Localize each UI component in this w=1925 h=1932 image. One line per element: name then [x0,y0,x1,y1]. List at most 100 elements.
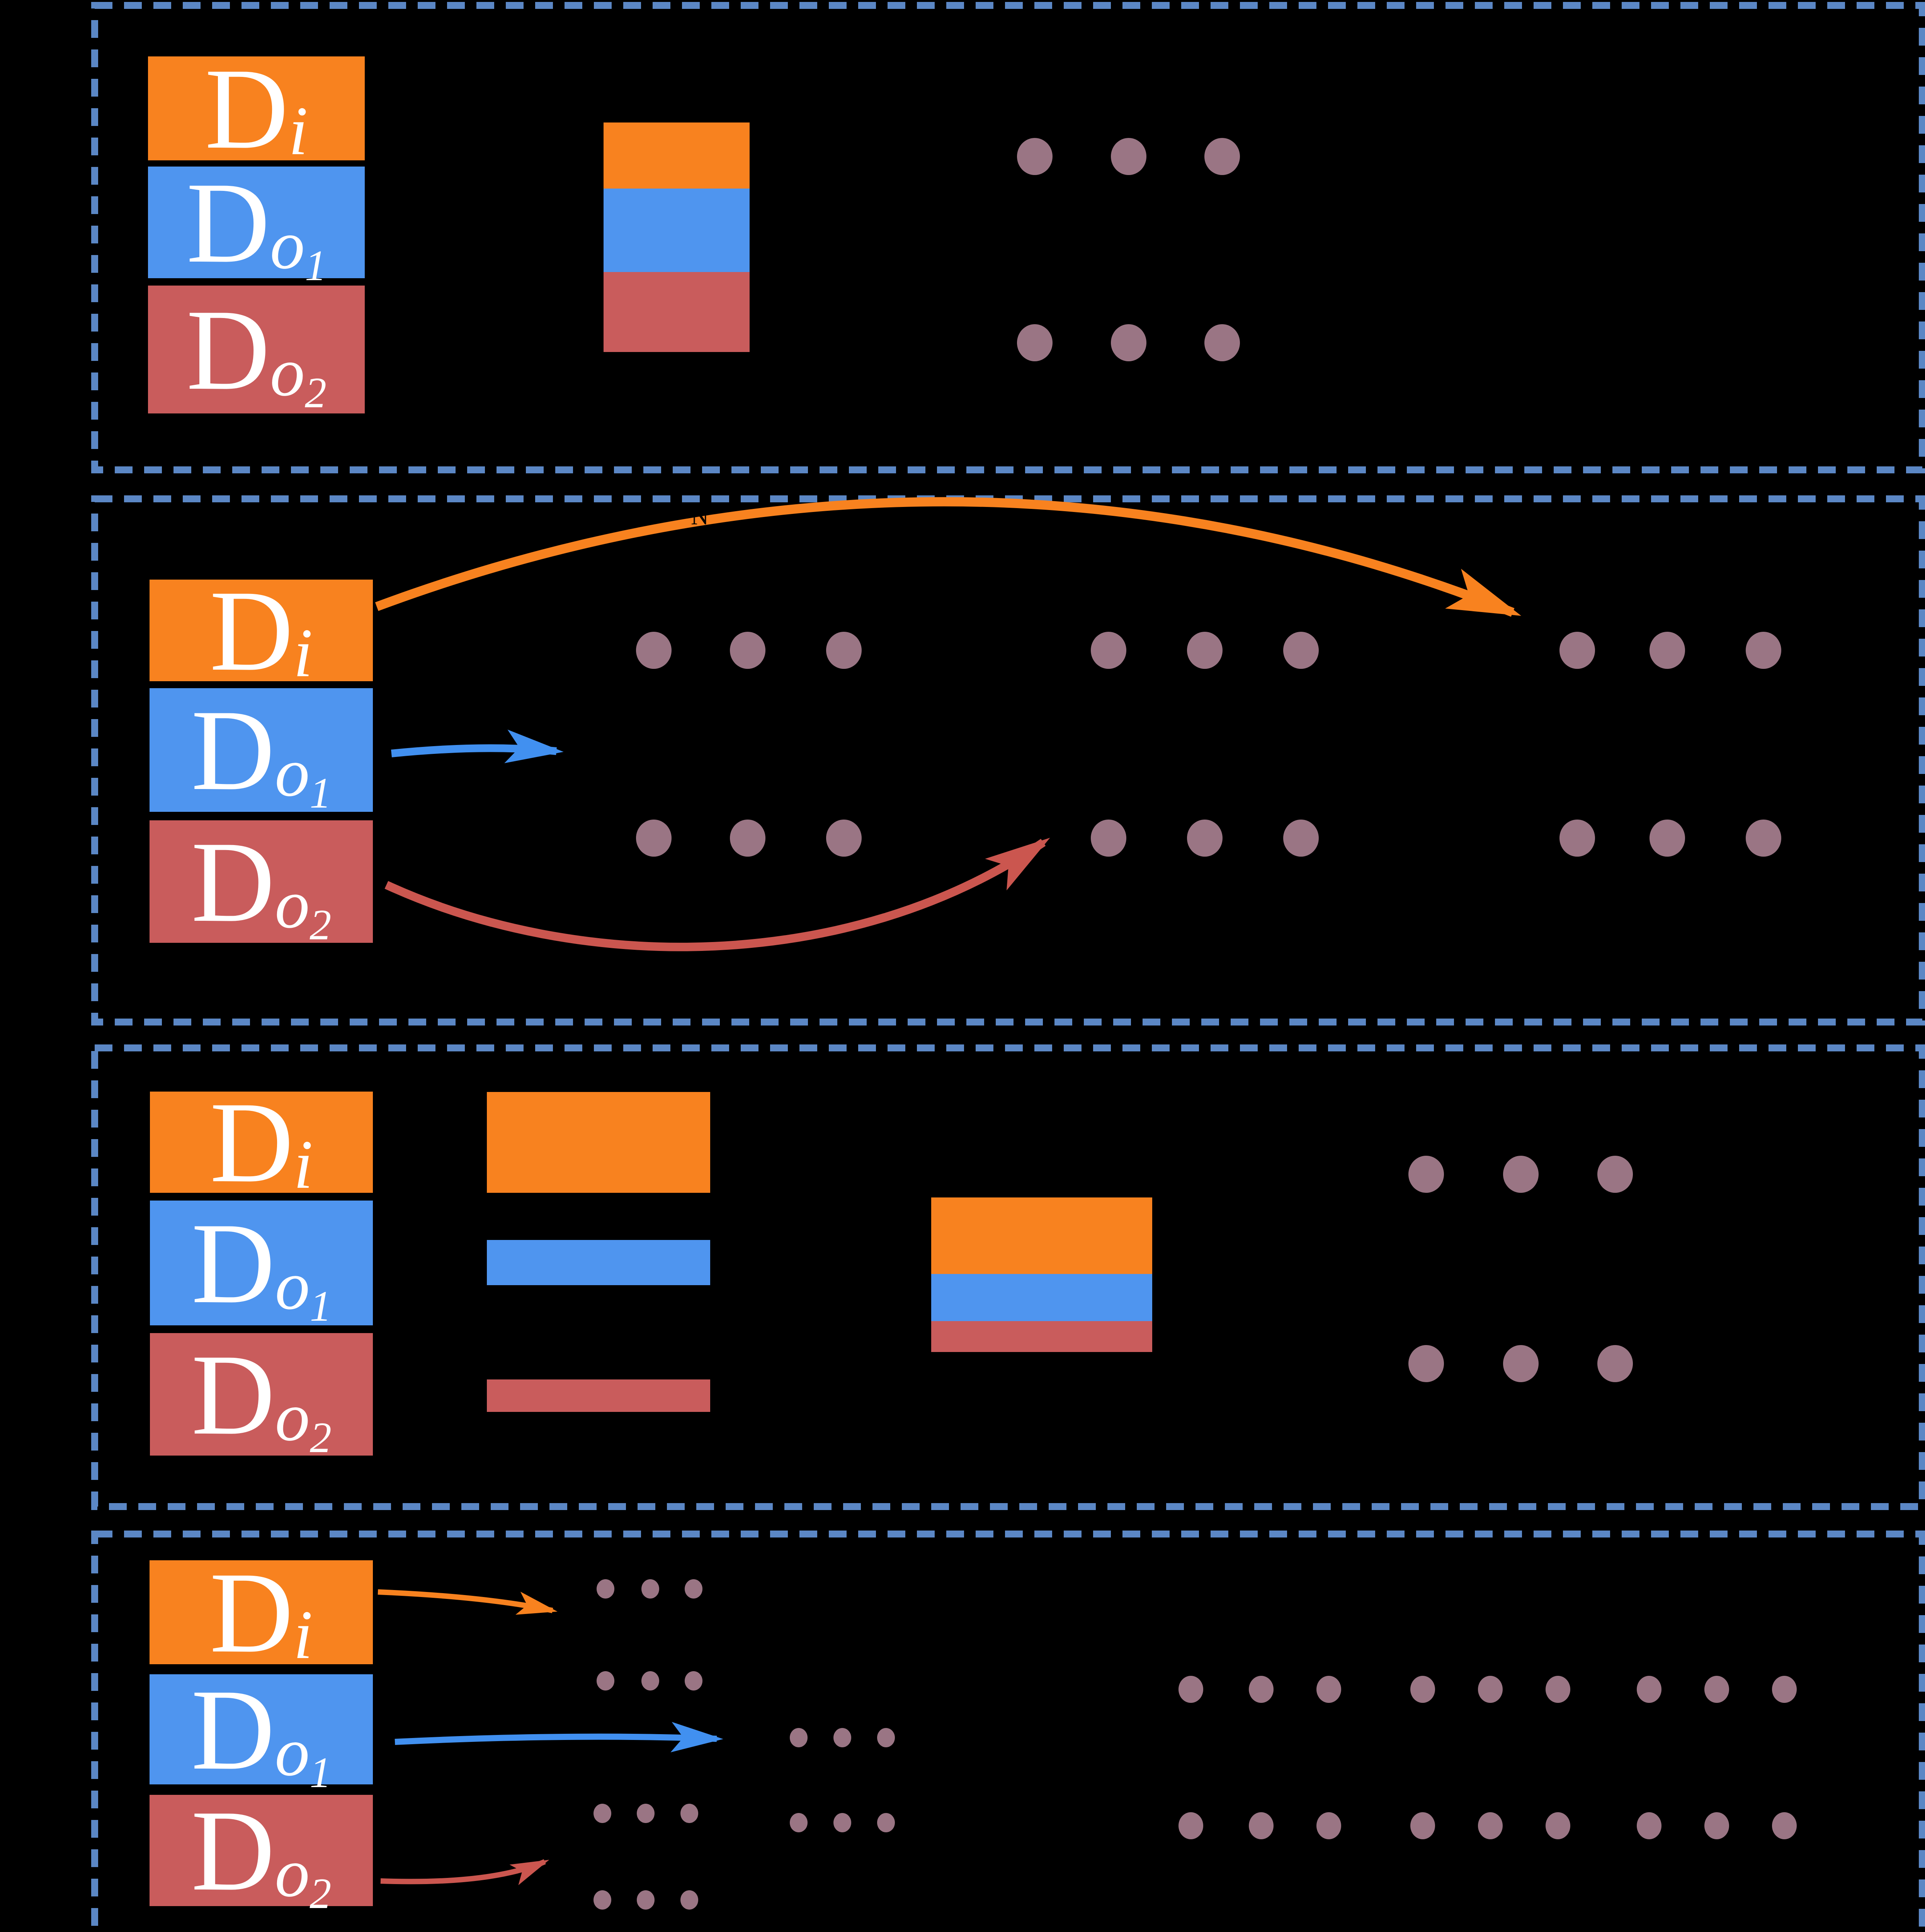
dot [641,1671,659,1690]
dot [1478,1812,1503,1839]
dot [1746,632,1781,669]
arrow-do1-panel4 [395,1722,723,1752]
dot [1772,1676,1797,1703]
dot [685,1671,702,1690]
dot [1637,1812,1661,1839]
stacked-bar-do2-panel3 [931,1321,1152,1352]
dot [1204,324,1240,361]
label-di-sub: i [293,1126,313,1203]
dot [790,1728,808,1747]
label-do2-base: D [191,1786,275,1915]
dot [1597,1156,1633,1193]
dot [1559,632,1595,669]
label-do2-idx: 2 [309,1413,332,1462]
dot [1204,138,1240,175]
arrow-di-panel2 [375,497,1522,617]
dot [1111,138,1146,175]
dot [1704,1812,1729,1839]
dot [1546,1676,1570,1703]
label-do2-base: D [191,817,275,946]
dot [1772,1812,1797,1839]
dot [1637,1676,1661,1703]
dot [1017,138,1053,175]
dot [1091,820,1126,857]
label-di-sub: i [293,614,313,691]
label-do1-idx: 1 [309,1748,332,1797]
label-do2-base: D [186,285,270,414]
dot [1650,632,1685,669]
dot [1187,820,1223,857]
dot [1283,632,1319,669]
label-do2-idx: 2 [309,1870,332,1918]
stacked-bar-di-panel1 [604,122,750,189]
dot [1187,632,1223,669]
label-do2-sub: o [275,1834,310,1911]
label-di-sub: i [288,92,308,169]
dot [1559,820,1595,857]
dot [1650,820,1685,857]
dot [637,1804,655,1823]
label-do1-base: D [186,158,270,287]
label-do1-idx: 1 [309,1282,332,1330]
dot [680,1804,698,1823]
dot [1178,1676,1203,1703]
dot [641,1579,659,1599]
stacked-bar-do2-panel1 [604,272,750,352]
dot [597,1579,614,1599]
dot [826,820,862,857]
dot [1178,1812,1203,1839]
stacked-bar-di-panel3 [931,1197,1152,1274]
dot [1410,1812,1435,1839]
label-di-base: D [210,1078,294,1206]
label-do1-idx: 1 [309,769,332,817]
dot [1478,1676,1503,1703]
arrow-do1-panel2 [391,730,564,764]
dot [1316,1812,1341,1839]
dot [877,1813,895,1832]
dot [826,632,862,669]
label-do2-idx: 2 [304,369,327,417]
dot [685,1579,702,1599]
arrow-di-panel4 [378,1589,558,1615]
dot [1503,1156,1539,1193]
dot [1408,1156,1444,1193]
dot [1249,1676,1274,1703]
panel-3-border [91,1044,1925,1510]
size-bar-do2-panel3 [487,1379,710,1412]
arrow-do2-panel4 [380,1859,549,1885]
panel-4-border [91,1531,1925,1932]
arrow-count-label: N [691,502,709,530]
dot [790,1813,808,1832]
label-do2-sub: o [275,865,310,942]
dot [593,1890,611,1910]
stacked-bar-do1-panel3 [931,1274,1152,1321]
label-do1-sub: o [275,1247,310,1324]
dot [833,1813,851,1832]
dot [1091,632,1126,669]
label-do1-sub: o [275,734,310,811]
label-do2-sub: o [270,333,305,410]
dot [1408,1345,1444,1382]
label-do2-sub: o [275,1378,310,1455]
dot [1111,324,1146,361]
dot [1546,1812,1570,1839]
panel-1-border [91,2,1925,473]
label-do1-idx: 1 [304,242,327,290]
label-di-base: D [205,44,289,173]
label-do1-sub: o [270,206,305,283]
label-do1-sub: o [275,1713,310,1790]
label-do1-base: D [191,1199,275,1327]
dot [730,632,765,669]
dot [1704,1676,1729,1703]
dot [636,820,672,857]
label-di-base: D [209,566,294,695]
